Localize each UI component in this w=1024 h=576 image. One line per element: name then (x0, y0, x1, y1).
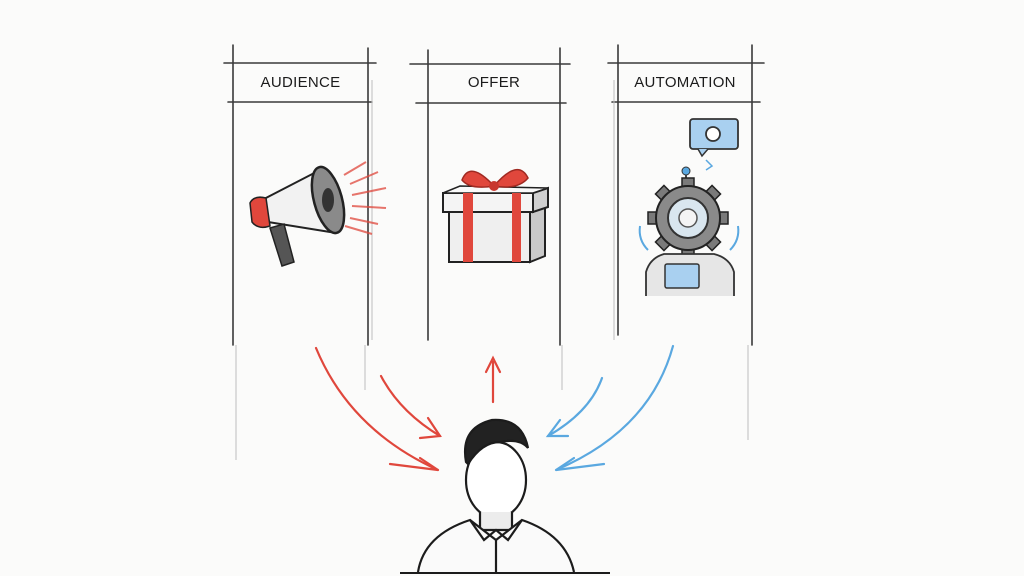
robot-gear-icon (638, 118, 740, 296)
person-icon (400, 418, 610, 574)
megaphone-icon (249, 161, 387, 267)
arrow-audience-inner (379, 374, 442, 438)
arrows (314, 344, 675, 472)
arrow-automation-outer (554, 344, 675, 472)
column-label-audience: AUDIENCE (260, 74, 341, 91)
gift-box-icon (442, 169, 549, 264)
column-label-automation: AUTOMATION (634, 74, 736, 91)
arrow-audience-outer (314, 346, 440, 472)
column-label-offer: OFFER (467, 74, 521, 91)
arrow-automation-inner (546, 376, 604, 438)
